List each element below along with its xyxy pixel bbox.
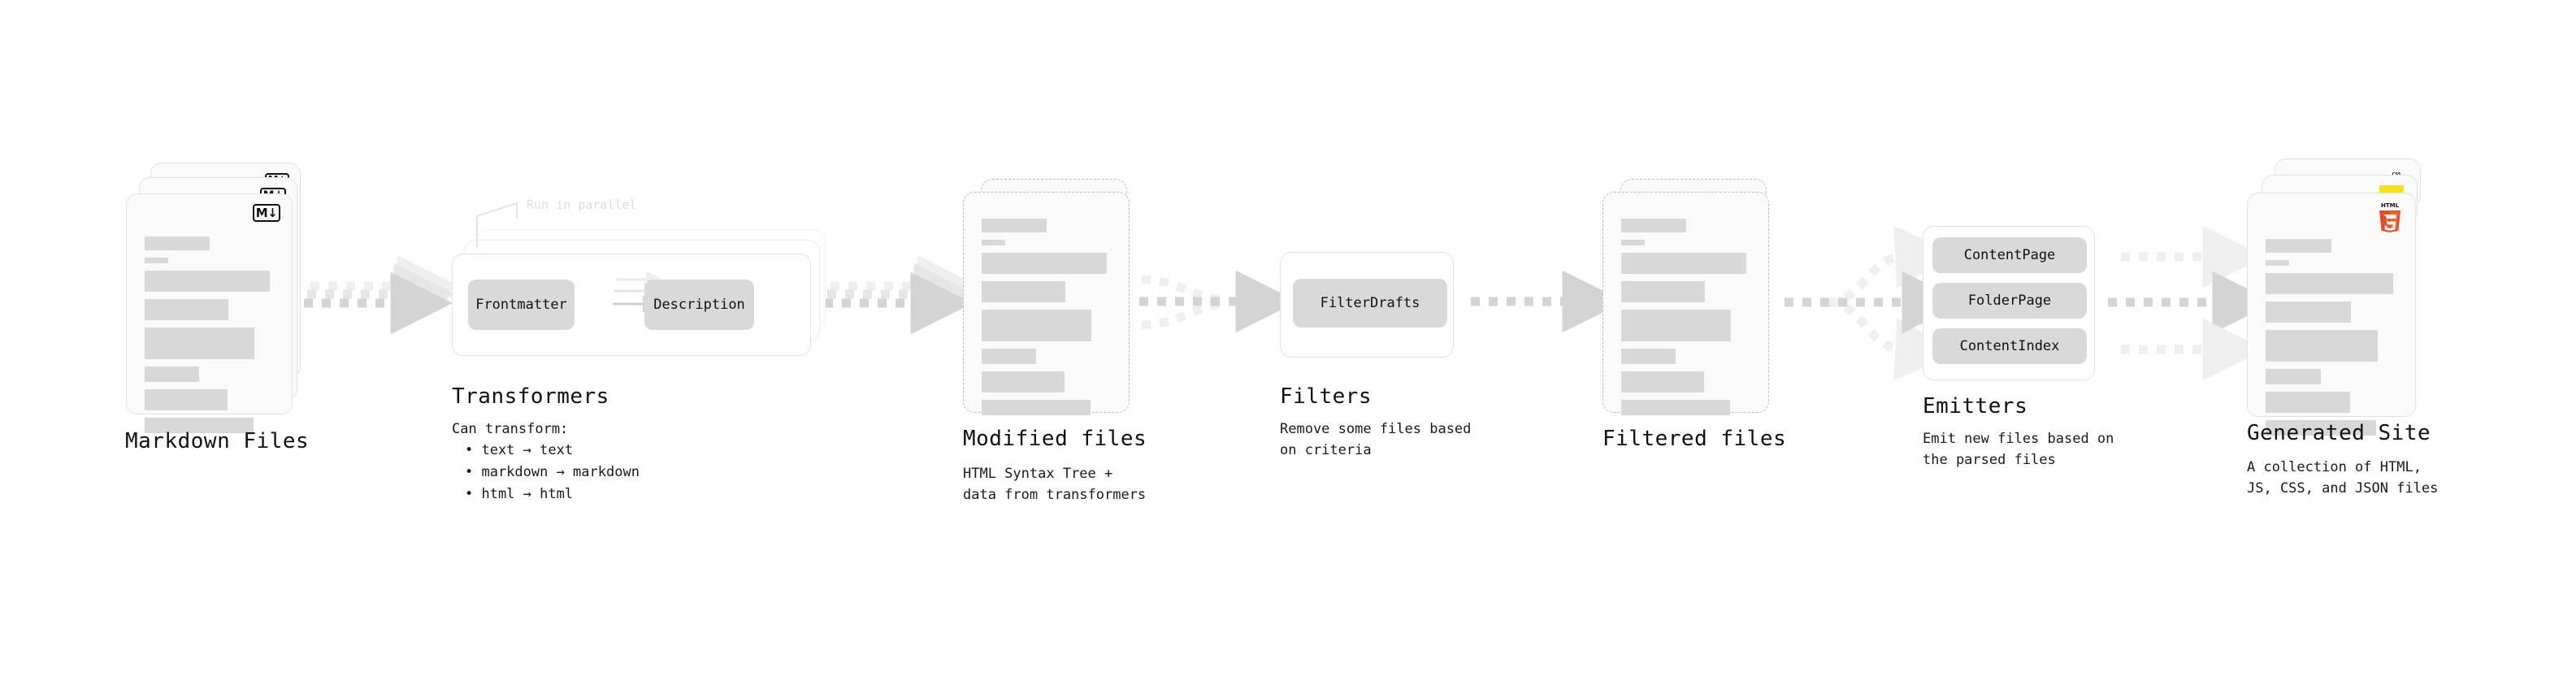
- skeleton-bar: [982, 371, 1065, 393]
- run-in-parallel-label: Run in parallel: [527, 197, 637, 212]
- markdown-doc-front: M↓: [126, 193, 293, 433]
- html5-badge: HTML: [2376, 200, 2404, 232]
- skeleton-bar: [1621, 253, 1747, 274]
- skeleton-bar: [982, 219, 1047, 232]
- skeleton-bar: [2266, 273, 2394, 294]
- skeleton-bar: [145, 389, 228, 410]
- generated-site-subtitle: A collection of HTML, JS, CSS, and JSON …: [2247, 459, 2439, 497]
- modified-doc-front: [963, 192, 1130, 415]
- skeleton-bar: [1621, 310, 1732, 341]
- transformers-bullet-0: • text → text: [465, 442, 574, 458]
- modified-files-title: Modified files: [963, 427, 1147, 451]
- skeleton-bar: [1621, 349, 1676, 364]
- site-doc-front: HTML: [2247, 193, 2416, 436]
- skeleton-bar: [145, 271, 271, 292]
- skeleton-bar: [1621, 219, 1686, 232]
- skeleton-bar: [982, 240, 1005, 245]
- markdown-badge-front: M↓: [253, 204, 280, 222]
- html5-badge-svg: HTML: [2379, 202, 2400, 232]
- skeleton-bar: [1621, 240, 1645, 245]
- skeleton-bar: [2266, 330, 2378, 362]
- skeleton-bar: [145, 367, 199, 382]
- skeleton-bar: [2266, 420, 2377, 436]
- skeleton-bar: [145, 236, 210, 250]
- connector-emitters-to-site: [2108, 225, 2275, 381]
- transformers-subtitle: Can transform:: [452, 421, 569, 437]
- svg-text:HTML: HTML: [2381, 202, 2400, 209]
- generated-site-stack: CSS HTML: [2247, 158, 2442, 436]
- skeleton-bar: [982, 310, 1092, 341]
- connector-modified-to-filters: [1139, 270, 1299, 333]
- transformers-bullet-2: • html → html: [465, 486, 574, 502]
- transformers-title: Transformers: [452, 384, 609, 409]
- skeleton-bar: [982, 253, 1108, 274]
- skeleton-bar: [1621, 371, 1704, 393]
- connector-filtered-to-emitters: [1785, 225, 1965, 381]
- skeleton-bar: [145, 418, 254, 433]
- transformer-chip-frontmatter[interactable]: Frontmatter: [468, 280, 575, 330]
- emitter-chip-contentpage[interactable]: ContentPage: [1932, 237, 2087, 273]
- markdown-files-stack: M↓ M↓ M↓: [126, 163, 313, 433]
- connector-transformers-to-modified: [824, 254, 980, 335]
- skeleton-bar: [2266, 260, 2290, 266]
- modified-doc-skeleton: [982, 219, 1111, 423]
- skeleton-bar: [145, 327, 255, 359]
- modified-files-subtitle: HTML Syntax Tree + data from transformer…: [963, 466, 1147, 503]
- markdown-files-title: Markdown Files: [125, 429, 310, 453]
- skeleton-bar: [982, 400, 1091, 415]
- skeleton-bar: [982, 349, 1036, 364]
- skeleton-bar: [982, 281, 1066, 302]
- filtered-doc-front: [1602, 192, 1769, 415]
- skeleton-bar: [2266, 392, 2350, 413]
- emitters-subtitle: Emit new files based on the parsed files: [1923, 431, 2114, 468]
- filtered-files-title: Filtered files: [1602, 427, 1787, 451]
- skeleton-bar: [1621, 400, 1730, 415]
- emitters-title: Emitters: [1923, 394, 2028, 419]
- skeleton-bar: [1621, 281, 1706, 302]
- generated-site-title: Generated Site: [2247, 421, 2431, 445]
- skeleton-bar: [145, 299, 229, 320]
- skeleton-bar: [2266, 369, 2322, 384]
- site-doc-skeleton: [2266, 239, 2397, 443]
- emitter-chip-folderpage[interactable]: FolderPage: [1932, 283, 2087, 319]
- connector-markdown-to-transformers: [304, 254, 460, 335]
- filtered-doc-skeleton: [1621, 219, 1750, 423]
- markdown-doc-skeleton: [145, 236, 274, 440]
- filters-subtitle: Remove some files based on criteria: [1280, 421, 1472, 458]
- transformers-bullet-1: • markdown → markdown: [465, 464, 640, 480]
- skeleton-bar: [145, 258, 168, 263]
- transformer-chip-description[interactable]: Description: [644, 280, 754, 330]
- skeleton-bar: [2266, 239, 2331, 253]
- filtered-files-stack: [1602, 179, 1789, 431]
- modified-files-stack: [963, 179, 1150, 431]
- skeleton-bar: [2266, 301, 2352, 323]
- emitter-chip-contentindex[interactable]: ContentIndex: [1932, 328, 2087, 364]
- filters-title: Filters: [1280, 384, 1373, 409]
- filter-chip-filterdrafts[interactable]: FilterDrafts: [1293, 279, 1447, 327]
